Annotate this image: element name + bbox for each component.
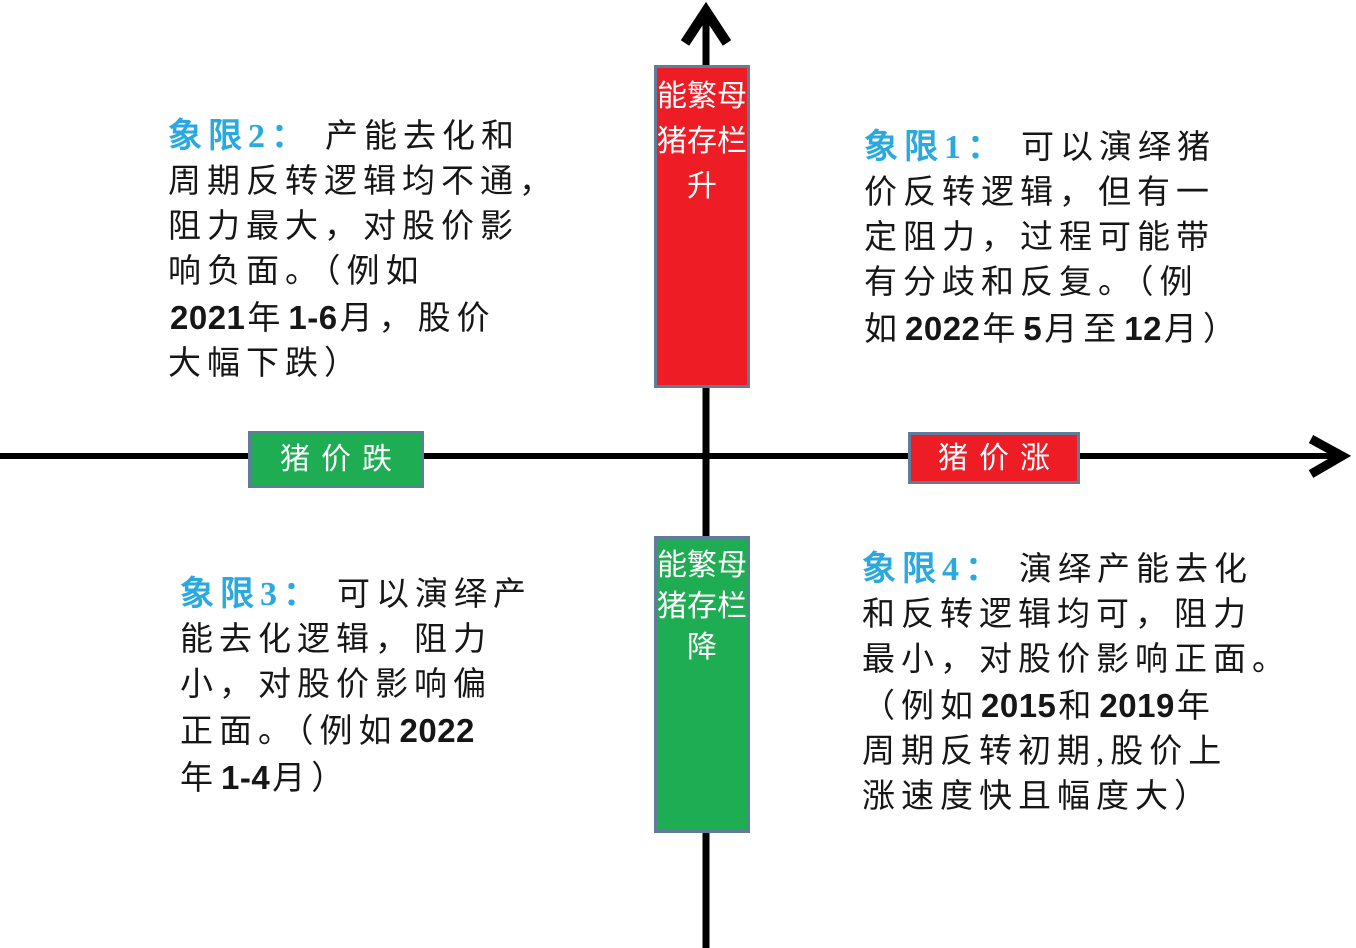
quadrant-3-text-segment: 能去化逻辑，阻力 <box>180 622 492 658</box>
quadrant-4-text-segment: 涨速度快且幅度大） <box>862 779 1213 815</box>
quadrant-2-text-segment: 阻力最大，对股价影 <box>168 209 519 245</box>
x-axis-right-box: 猪价涨 <box>908 432 1080 484</box>
quadrant-2-text-segment: 月，股价 <box>339 301 496 337</box>
quadrant-1-text-segment: 12 <box>1124 310 1162 347</box>
quadrant-1-text-segment: 月） <box>1164 312 1242 348</box>
y-axis-up-box: 能繁母猪存栏升 <box>654 65 750 388</box>
quadrant-3-text-segment: 1-4 <box>221 759 271 796</box>
quadrant-4-label: 象限4： <box>862 551 1005 588</box>
x-axis-arrow-icon <box>1308 435 1352 478</box>
quadrant-1-text-segment: 价反转逻辑，但有一 <box>864 175 1215 211</box>
quadrant-2-text-segment: 产能去化和 <box>325 119 520 155</box>
quadrant-3-text-segment: 可以演绎产 <box>337 577 532 613</box>
quadrant-2-text-segment: 大幅下跌） <box>168 346 363 382</box>
quadrant-3-text-segment: 小，对股价影响偏 <box>180 667 492 703</box>
quadrant-3-text-segment: 月） <box>272 761 351 797</box>
quadrant-2-text-segment: 年 <box>247 301 287 337</box>
quadrant-1-text-segment: 如 <box>864 312 903 348</box>
quadrant-1-text-segment: 2022 <box>905 310 981 347</box>
quadrant-4-text-segment: 年 <box>1176 689 1216 725</box>
quadrant-2-body: 产能去化和周期反转逻辑均不通， 阻力最大，对股价影响负面。（例如 2021年1-6月… <box>168 119 558 382</box>
quadrant-3-body: 可以演绎产能去化逻辑，阻力小，对股价影响偏正面。（例如2022 年1-4月） <box>180 577 532 797</box>
quadrant-1-text-segment: 年 <box>982 312 1022 348</box>
quadrant-4-text-segment: 周期反转初期,股价上 <box>862 734 1228 770</box>
x-axis-left-box: 猪价跌 <box>248 431 424 488</box>
quadrant-4-text-segment: 和 <box>1058 689 1098 725</box>
quadrant-4-text-segment: 演绎产能去化 <box>1019 552 1253 588</box>
quadrant-3-text: 象限3： 可以演绎产能去化逻辑，阻力小，对股价影响偏正面。（例如2022 年1-4月… <box>180 572 532 802</box>
y-axis-down-box: 能繁母猪存栏降 <box>654 536 750 833</box>
quadrant-1-text-segment: 月至 <box>1044 312 1123 348</box>
quadrant-3-text-segment: 年 <box>180 761 219 797</box>
quadrant-2-text-segment: 周期反转逻辑均不通， <box>168 164 558 200</box>
quadrant-3-text-segment: 正面。（例如 <box>180 714 398 750</box>
quadrant-4-text-segment: 和反转逻辑均可，阻力 <box>862 597 1252 633</box>
quadrant-2-text-segment: 响负面。（例如 <box>168 254 425 290</box>
quadrant-2-text-segment: 1-6 <box>288 299 338 336</box>
quadrant-1-label: 象限1： <box>864 129 1007 166</box>
quadrant-4-text-segment: 2019 <box>1099 687 1175 724</box>
quadrant-1-text-segment: 可以演绎猪 <box>1021 130 1216 166</box>
quadrant-1-text-segment: 定阻力，过程可能带 <box>864 220 1215 256</box>
quadrant-1-text: 象限1： 可以演绎猪价反转逻辑，但有一定阻力，过程可能带有分歧和反复。（例如202… <box>864 125 1242 353</box>
quadrant-2-text-segment: 2021 <box>170 299 246 336</box>
quadrant-1-text-segment: 有分歧和反复。（例 <box>864 265 1199 301</box>
quadrant-4-body: 演绎产能去化和反转逻辑均可，阻力最小，对股价影响正面。 （例如2015和2019年… <box>862 552 1291 815</box>
quadrant-2-label: 象限2： <box>168 118 311 155</box>
quadrant-1-text-segment: 5 <box>1023 310 1043 347</box>
quadrant-4-text: 象限4： 演绎产能去化和反转逻辑均可，阻力最小，对股价影响正面。 （例如2015和2… <box>862 547 1291 820</box>
quadrant-4-text-segment: （例如 <box>862 689 979 725</box>
quadrant-4-text-segment: 最小，对股价影响正面。 <box>862 642 1291 678</box>
quadrant-3-text-segment: 2022 <box>399 712 475 749</box>
quadrant-4-text-segment: 2015 <box>981 687 1057 724</box>
quadrant-2-text: 象限2： 产能去化和周期反转逻辑均不通， 阻力最大，对股价影响负面。（例如 2021年… <box>168 114 558 387</box>
quadrant-1-body: 可以演绎猪价反转逻辑，但有一定阻力，过程可能带有分歧和反复。（例如2022年5月… <box>864 130 1242 348</box>
quadrant-3-label: 象限3： <box>180 576 323 613</box>
y-axis-arrow-icon <box>680 1 732 46</box>
